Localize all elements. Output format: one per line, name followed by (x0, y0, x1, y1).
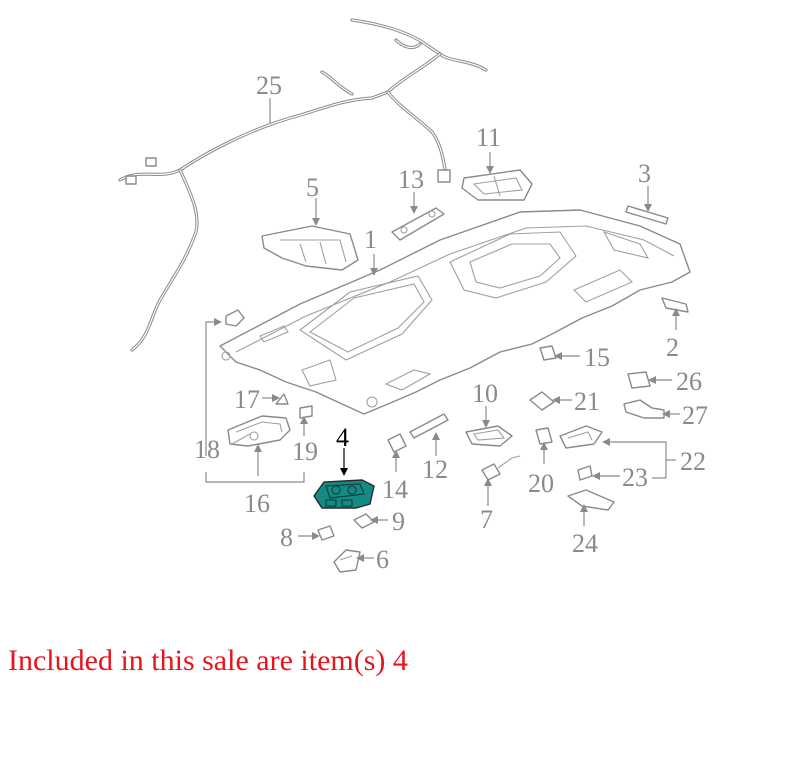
part-13 (391, 207, 445, 241)
callout-14: 14 (382, 475, 408, 504)
part-3 (625, 205, 669, 225)
part-21 (529, 391, 555, 411)
callout-20: 20 (528, 469, 554, 498)
part-17 (275, 393, 289, 405)
part-10 (465, 425, 513, 447)
callout-17: 17 (234, 385, 260, 414)
part-24 (567, 489, 615, 511)
callout-6: 6 (376, 545, 389, 574)
callout-8: 8 (280, 523, 293, 552)
callout-9: 9 (392, 507, 405, 536)
part-16-sunvisor (227, 415, 291, 447)
callout-13: 13 (398, 165, 424, 194)
part-9 (353, 513, 375, 529)
part-2 (661, 297, 689, 313)
parts-diagram: 25 11 13 5 3 (118, 18, 708, 574)
part-11 (461, 169, 533, 201)
callout-3: 3 (638, 159, 651, 188)
callout-24: 24 (572, 529, 598, 558)
part-14 (387, 433, 407, 453)
part-7 (481, 455, 521, 481)
callout-25: 25 (256, 71, 282, 100)
callout-2: 2 (666, 333, 679, 362)
part-6 (333, 549, 361, 573)
part-12 (409, 413, 449, 439)
callout-21: 21 (574, 387, 600, 416)
part-1-headliner (219, 209, 691, 415)
part-26 (627, 371, 651, 389)
callout-27: 27 (682, 401, 708, 430)
callout-1: 1 (364, 225, 377, 254)
callout-15: 15 (584, 343, 610, 372)
callout-22: 22 (680, 447, 706, 476)
callout-5: 5 (306, 173, 319, 202)
part-22 (559, 425, 603, 449)
part-4-highlighted (313, 479, 375, 509)
part-23 (577, 465, 593, 481)
callout-26: 26 (676, 367, 702, 396)
callout-10: 10 (472, 379, 498, 408)
part-25-wiring-harness (118, 18, 488, 352)
callout-18: 18 (194, 435, 220, 464)
callout-7: 7 (480, 505, 493, 534)
part-18 (225, 309, 245, 327)
part-5 (261, 225, 359, 271)
callout-12: 12 (422, 455, 448, 484)
callout-19: 19 (292, 437, 318, 466)
callout-11: 11 (476, 123, 501, 152)
part-8 (317, 525, 335, 541)
part-15 (539, 345, 557, 361)
callout-23: 23 (622, 463, 648, 492)
part-19 (299, 405, 313, 419)
callout-16: 16 (244, 489, 270, 518)
sale-note: Included in this sale are item(s) 4 (8, 644, 408, 677)
callout-4: 4 (336, 423, 349, 452)
part-27 (623, 399, 665, 419)
part-20 (535, 427, 553, 445)
